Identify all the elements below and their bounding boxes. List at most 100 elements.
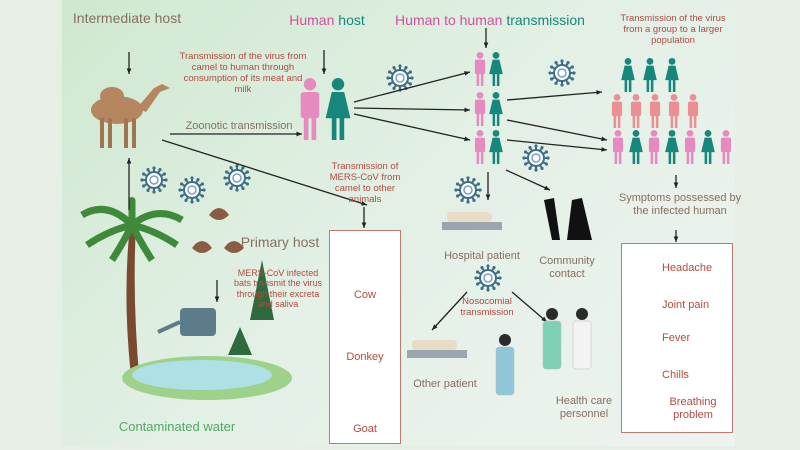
virus-spike-tip — [398, 64, 402, 68]
pine-tree-icon — [228, 327, 252, 355]
label-h2h-1: Human to human — [395, 12, 503, 28]
virus-icon — [479, 269, 497, 287]
leg — [674, 114, 678, 128]
symptom-joint-pain: Joint pain — [662, 299, 710, 311]
virus-spike-tip — [524, 162, 528, 166]
virus-rna — [232, 173, 242, 183]
virus-spike-tip — [534, 168, 538, 172]
virus-spike-tip — [566, 81, 570, 85]
leg — [654, 150, 658, 164]
female-figure-icon — [492, 52, 500, 59]
arrow-head — [361, 222, 367, 228]
male-figure-icon — [722, 130, 730, 137]
virus-spike-tip — [528, 166, 532, 170]
virus-spike-tip — [570, 65, 574, 69]
label-h2h-2: transmission — [506, 12, 585, 28]
male-figure-icon — [614, 130, 622, 137]
label-group-to-population: Transmission of the virus from a group t… — [620, 13, 726, 46]
male-figure-icon — [686, 130, 694, 137]
virus-spike-tip — [146, 188, 150, 192]
virus-spike-tip — [498, 276, 502, 280]
female-body — [621, 65, 635, 81]
leg — [492, 150, 496, 164]
label-zoonotic: Zoonotic transmission — [185, 120, 293, 132]
arrow-head — [321, 68, 327, 74]
leg — [617, 114, 621, 128]
leg — [693, 114, 697, 128]
virus-rna — [463, 185, 473, 195]
virus-spike-tip — [223, 176, 227, 180]
virus-spike-tip — [190, 176, 194, 180]
arrow-line — [353, 71, 471, 103]
male-body — [474, 99, 486, 115]
male-body — [630, 101, 642, 117]
virus-spike-tip — [554, 81, 558, 85]
female-figure-icon — [492, 130, 500, 137]
virus-spike-tip — [472, 178, 476, 182]
virus-spike-tip — [472, 198, 476, 202]
label-other-patient: Other patient — [413, 378, 477, 390]
leg — [689, 114, 693, 128]
bat-icon — [224, 241, 244, 253]
leg — [650, 78, 654, 92]
male-body — [474, 137, 486, 153]
symptom-breathing-problem: Breathing problem — [669, 396, 717, 421]
virus-spike-tip — [386, 76, 390, 80]
virus-spike-tip — [466, 176, 470, 180]
virus-spike-tip — [241, 186, 245, 190]
virus-spike-tip — [474, 276, 478, 280]
virus-spike-tip — [476, 194, 480, 198]
leg — [496, 150, 500, 164]
virus-icon — [145, 171, 163, 189]
virus-spike-tip — [158, 188, 162, 192]
leg — [636, 150, 640, 164]
virus-spike-tip — [245, 170, 249, 174]
virus-spike-tip — [492, 286, 496, 290]
leg — [492, 72, 496, 86]
arrow-head — [464, 136, 470, 142]
virus-spike-tip — [460, 198, 464, 202]
virus-spike-tip — [570, 77, 574, 81]
symptom-headache: Headache — [662, 262, 713, 274]
virus-spike-tip — [142, 172, 146, 176]
palm-leaf — [80, 205, 135, 228]
male-figure-icon — [613, 94, 621, 101]
virus-icon — [183, 181, 201, 199]
leg — [646, 78, 650, 92]
male-body — [612, 137, 624, 153]
diagram-artwork — [80, 28, 732, 416]
virus-spike-tip — [200, 194, 204, 198]
arrow-line — [353, 107, 471, 111]
camel-hump — [100, 87, 124, 105]
camel-leg — [100, 118, 104, 148]
virus-spike-tip — [572, 71, 576, 75]
female-figure-icon — [646, 58, 654, 65]
virus-spike-tip — [480, 286, 484, 290]
label-hospital-patient: Hospital patient — [444, 250, 520, 262]
palm-leaf — [129, 210, 184, 228]
virus-spike-tip — [496, 270, 500, 274]
leg — [624, 78, 628, 92]
label-nosocomial: Nosocomial transmission — [460, 296, 514, 318]
female-body — [701, 137, 715, 153]
virus-spike-tip — [164, 178, 168, 182]
animal-cow: Cow — [353, 289, 376, 301]
female-figure-icon — [492, 92, 500, 99]
arrow-line — [505, 169, 551, 191]
animals-box: Cow Donkey Goat — [329, 230, 401, 444]
label-contaminated-water: Contaminated water — [118, 419, 236, 434]
leg — [476, 72, 480, 86]
virus-spike-tip — [245, 182, 249, 186]
female-body — [643, 65, 657, 81]
virus-spike-tip — [196, 198, 200, 202]
person-body-icon — [572, 320, 592, 370]
leg — [311, 115, 317, 140]
camel-leg — [108, 118, 112, 148]
patient-on-bed — [412, 340, 457, 350]
virus-spike-tip — [456, 182, 460, 186]
male-figure-icon — [476, 92, 484, 99]
virus-spike-tip — [196, 178, 200, 182]
virus-spike-tip — [476, 270, 480, 274]
leg — [492, 112, 496, 126]
leg — [651, 114, 655, 128]
